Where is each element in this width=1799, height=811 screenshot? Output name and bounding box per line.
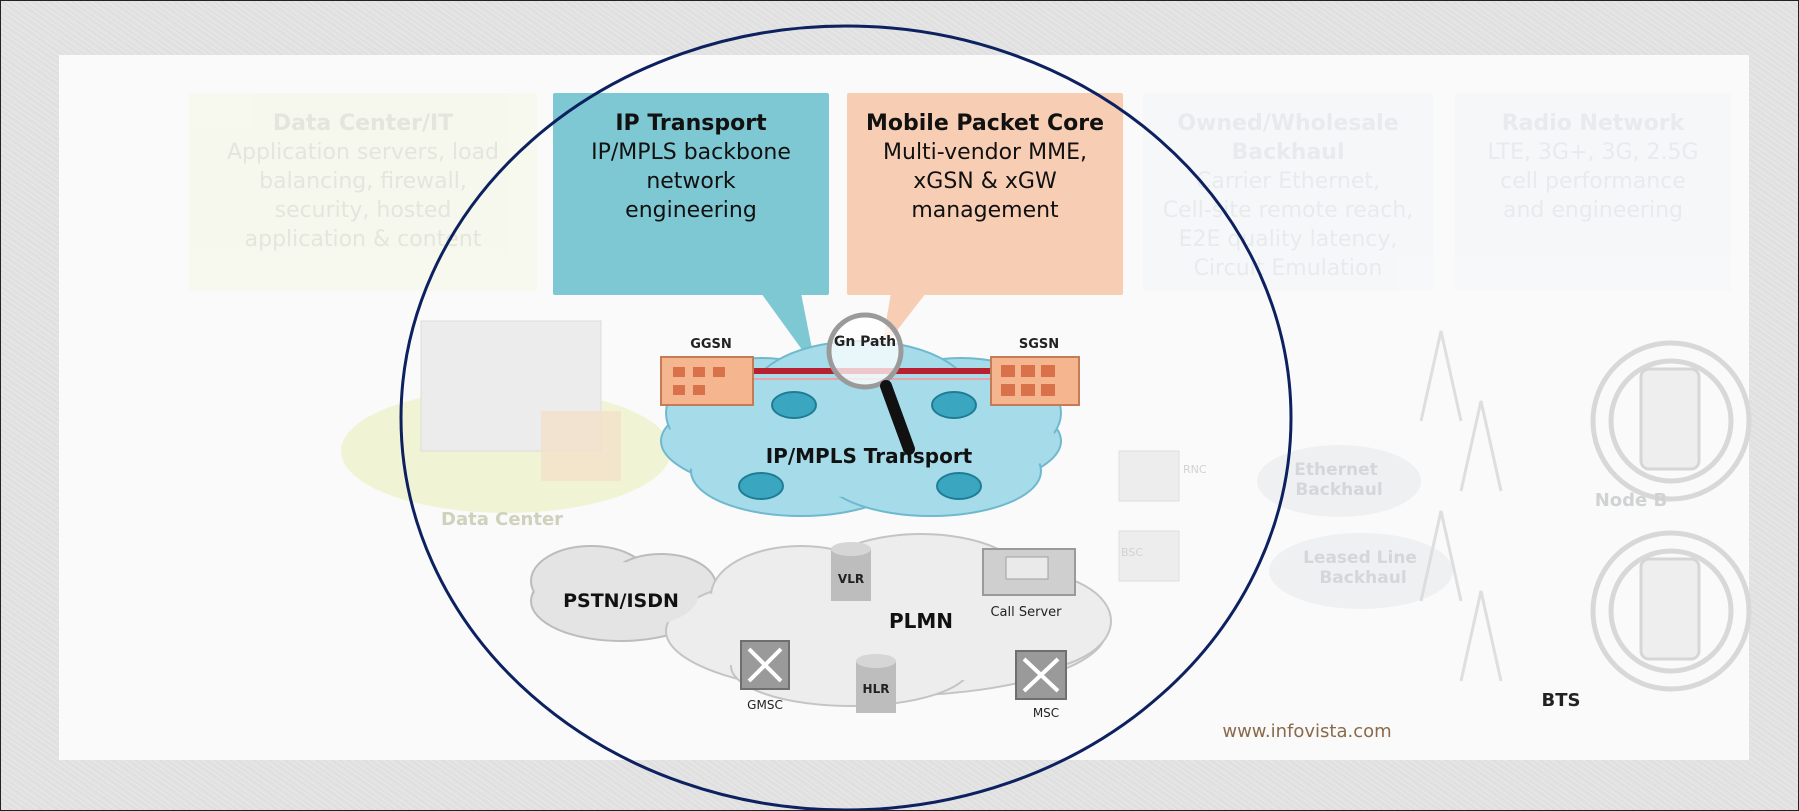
signal-waves-icon [1590, 340, 1752, 692]
label-line: Backhaul [1319, 568, 1406, 588]
radio-box-title: Radio Network [1501, 111, 1685, 136]
node-b-label: Node B [1595, 490, 1668, 511]
gmsc-label: GMSC [747, 698, 783, 712]
data-center-server-rack [541, 411, 621, 481]
router-icon [738, 391, 982, 500]
phone-icon [1639, 557, 1701, 661]
data-center-label: Data Center [441, 509, 563, 530]
bsc-rack [1118, 530, 1180, 582]
mobile-packet-core-box: Mobile Packet Core Multi-vendor MME, xGS… [847, 93, 1123, 295]
source-label: www.infovista.com [1222, 721, 1391, 742]
msc-label: MSC [1033, 706, 1059, 720]
leased-line-label: Leased Line Backhaul [1303, 548, 1423, 588]
call-server-icon [982, 548, 1076, 596]
radio-network-box: Radio Network LTE, 3G+, 3G, 2.5G cell pe… [1455, 93, 1731, 291]
highlight-circle [399, 24, 1293, 810]
hlr-database-icon [856, 654, 896, 713]
bts-label: BTS [1542, 690, 1581, 711]
backhaul-box-desc: Carrier Ethernet, Cell-site remote reach… [1162, 169, 1414, 281]
gn-path-label: Gn Path [834, 334, 896, 350]
ethernet-backhaul-cloud [1257, 445, 1421, 517]
plmn-label: PLMN [889, 609, 953, 633]
ethernet-backhaul-text: Ethernet [1294, 460, 1378, 480]
ggsn-device [660, 356, 754, 406]
backhaul-box: Owned/Wholesale Backhaul Carrier Etherne… [1143, 93, 1433, 291]
radio-box-desc: LTE, 3G+, 3G, 2.5G cell performance and … [1487, 140, 1699, 223]
ggsn-label: GGSN [690, 337, 732, 352]
leased-line-text: Leased Line [1303, 548, 1417, 568]
pstn-label: PSTN/ISDN [563, 590, 679, 612]
data-center-it-box: Data Center/IT Application servers, load… [189, 93, 537, 291]
msc-switch-icon [1015, 650, 1067, 700]
mobile-core-box-desc: Multi-vendor MME, xGSN & xGW management [883, 140, 1087, 223]
sgsn-label: SGSN [1019, 337, 1059, 352]
bsc-label: BSC [1121, 546, 1143, 559]
rnc-rack [1118, 450, 1180, 502]
call-server-label: Call Server [990, 605, 1062, 620]
sgsn-device [990, 356, 1080, 406]
tower-icon [1419, 330, 1503, 682]
mobile-core-box-title: Mobile Packet Core [865, 111, 1104, 136]
label-line: Backhaul [1295, 480, 1382, 500]
ip-mpls-label: IP/MPLS Transport [766, 444, 973, 468]
leased-line-cloud [1269, 533, 1453, 609]
backhaul-box-title: Owned/Wholesale Backhaul [1177, 111, 1399, 165]
ip-transport-box-title: IP Transport [615, 111, 767, 136]
phone-icon [1639, 367, 1701, 471]
ip-transport-box: IP Transport IP/MPLS backbone network en… [553, 93, 829, 295]
ip-transport-box-desc: IP/MPLS backbone network engineering [591, 140, 791, 223]
vlr-database-icon [831, 542, 871, 601]
data-center-box-title: Data Center/IT [272, 111, 454, 136]
vlr-label: VLR [838, 572, 864, 586]
hlr-label: HLR [863, 682, 890, 696]
ethernet-backhaul-label: Ethernet Backhaul [1294, 460, 1383, 500]
data-center-box-desc: Application servers, load balancing, fir… [226, 140, 500, 252]
rnc-label: RNC [1183, 463, 1207, 476]
gmsc-switch-icon [740, 640, 790, 690]
magnifier-icon [826, 312, 904, 390]
